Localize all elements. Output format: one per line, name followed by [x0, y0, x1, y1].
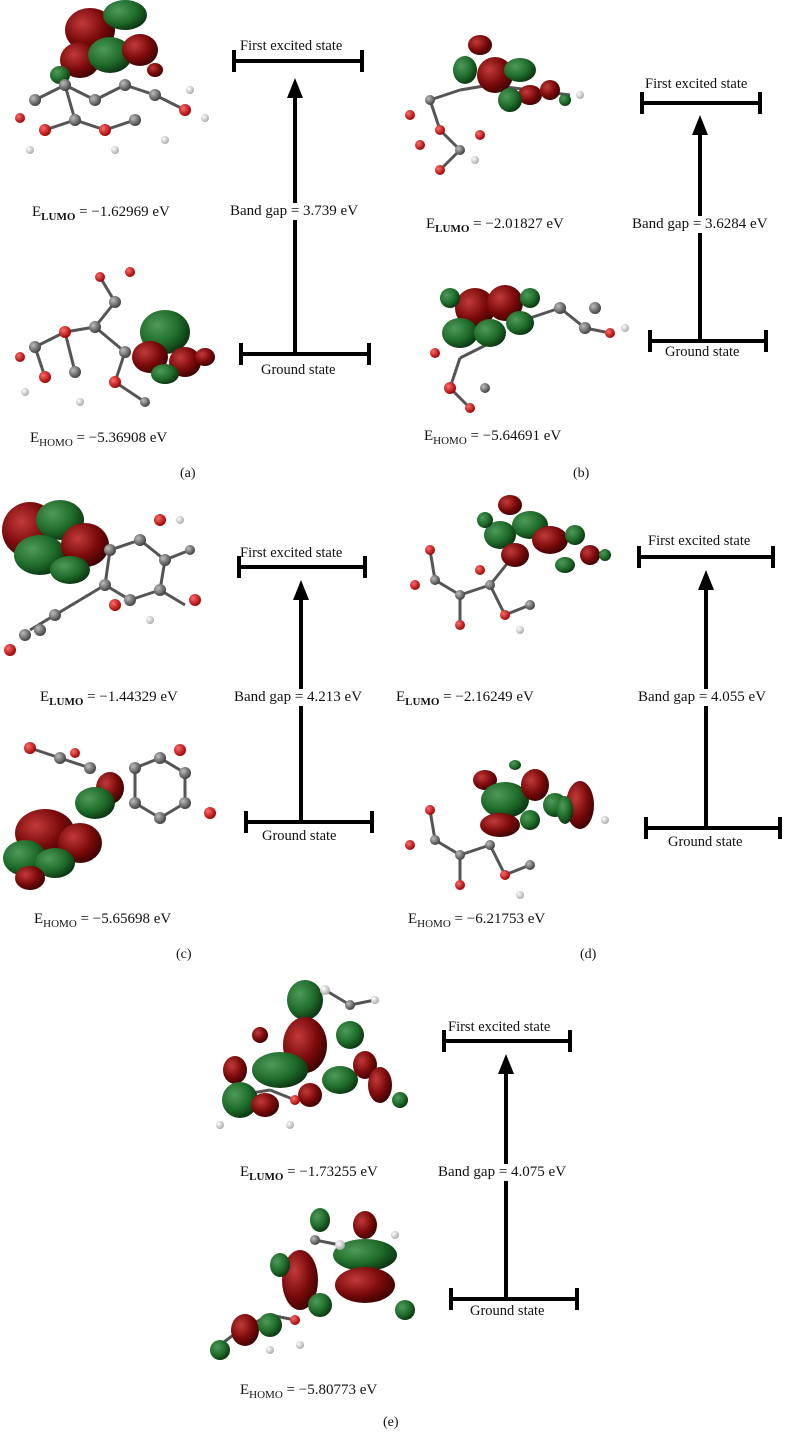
- panel-caption-d: (d): [580, 947, 597, 962]
- ground-state-label-c: Ground state: [262, 828, 337, 844]
- homo-orbital-image-c: [3, 742, 216, 890]
- panel-caption-c: (c): [176, 947, 192, 962]
- band-gap-label-c: Band gap = 4.213 eV: [232, 689, 365, 706]
- band-gap-label-e: Band gap = 4.075 eV: [436, 1164, 569, 1181]
- ground-level-e: [449, 1297, 579, 1301]
- excited-level-tick-left-e: [442, 1030, 446, 1052]
- ground-level-tick-right-c: [370, 811, 374, 833]
- arrow-head-b: [692, 115, 708, 135]
- ground-state-label-b: Ground state: [665, 344, 740, 360]
- ground-level-d: [644, 826, 782, 830]
- lumo-orbital-image-e: [216, 980, 408, 1129]
- panel-caption-a: (a): [180, 466, 196, 481]
- homo-orbital-image-a: [15, 267, 215, 407]
- band-gap-label-a: Band gap = 3.739 eV: [228, 203, 361, 220]
- ground-state-label-a: Ground state: [261, 362, 336, 378]
- excited-level-tick-right-c: [363, 556, 367, 578]
- homo-energy-label-e: EHOMO = −5.80773 eV: [240, 1382, 378, 1401]
- panel-caption-e: (e): [383, 1415, 399, 1430]
- excited-state-label-b: First excited state: [645, 76, 748, 92]
- ground-level-c: [244, 820, 374, 824]
- excited-level-d: [637, 555, 775, 559]
- lumo-energy-label-b: ELUMO = −2.01827 eV: [426, 216, 564, 235]
- excited-level-tick-right-d: [771, 546, 775, 568]
- lumo-orbital-image-d: [410, 495, 611, 634]
- arrow-head-a: [287, 78, 303, 98]
- excited-state-label-a: First excited state: [240, 38, 343, 54]
- homo-energy-label-a: EHOMO = −5.36908 eV: [30, 430, 168, 449]
- excited-state-label-c: First excited state: [240, 545, 343, 561]
- arrow-head-d: [698, 570, 714, 590]
- ground-level-tick-left-a: [239, 343, 243, 365]
- ground-level-tick-right-a: [367, 343, 371, 365]
- arrow-head-c: [293, 580, 309, 600]
- lumo-energy-label-c: ELUMO = −1.44329 eV: [40, 689, 178, 708]
- ground-state-label-d: Ground state: [668, 834, 743, 850]
- arrow-shaft-e: [504, 1072, 508, 1300]
- ground-level-tick-left-c: [244, 811, 248, 833]
- ground-level-tick-left-e: [449, 1288, 453, 1310]
- ground-state-label-e: Ground state: [470, 1303, 545, 1319]
- lumo-orbital-image-a: [15, 0, 209, 154]
- excited-level-e: [442, 1039, 572, 1043]
- homo-orbital-image-b: [430, 285, 629, 413]
- homo-energy-label-d: EHOMO = −6.21753 eV: [408, 911, 546, 930]
- arrow-shaft-a: [293, 96, 297, 354]
- arrow-shaft-c: [299, 598, 303, 823]
- excited-level-tick-left-d: [637, 546, 641, 568]
- excited-level-b: [640, 101, 762, 105]
- arrow-shaft-d: [704, 588, 708, 828]
- ground-level-tick-left-d: [644, 817, 648, 839]
- lumo-orbital-image-c: [2, 500, 201, 656]
- excited-state-label-e: First excited state: [448, 1019, 551, 1035]
- excited-level-tick-right-a: [360, 50, 364, 72]
- excited-level-tick-left-c: [237, 556, 241, 578]
- arrow-shaft-b: [698, 133, 702, 341]
- excited-level-c: [237, 565, 367, 569]
- homo-orbital-image-e: [210, 1208, 415, 1360]
- ground-level-tick-left-b: [648, 330, 652, 352]
- lumo-energy-label-d: ELUMO = −2.16249 eV: [396, 689, 534, 708]
- excited-level-a: [232, 59, 364, 63]
- ground-level-b: [648, 339, 768, 343]
- ground-level-tick-right-b: [764, 330, 768, 352]
- excited-level-tick-right-b: [758, 92, 762, 114]
- excited-level-tick-left-b: [640, 92, 644, 114]
- ground-level-tick-right-e: [575, 1288, 579, 1310]
- band-gap-label-d: Band gap = 4.055 eV: [636, 689, 769, 706]
- excited-level-tick-left-a: [232, 50, 236, 72]
- ground-level-a: [239, 352, 371, 356]
- arrow-head-e: [498, 1054, 514, 1074]
- homo-energy-label-b: EHOMO = −5.64691 eV: [424, 428, 562, 447]
- lumo-energy-label-a: ELUMO = −1.62969 eV: [32, 204, 170, 223]
- lumo-orbital-image-b: [405, 35, 584, 175]
- panel-caption-b: (b): [573, 466, 590, 481]
- excited-state-label-d: First excited state: [648, 533, 751, 549]
- excited-level-tick-right-e: [568, 1030, 572, 1052]
- ground-level-tick-right-d: [778, 817, 782, 839]
- homo-orbital-image-d: [405, 760, 609, 899]
- lumo-energy-label-e: ELUMO = −1.73255 eV: [240, 1164, 378, 1183]
- band-gap-label-b: Band gap = 3.6284 eV: [630, 216, 770, 233]
- homo-energy-label-c: EHOMO = −5.65698 eV: [34, 911, 172, 930]
